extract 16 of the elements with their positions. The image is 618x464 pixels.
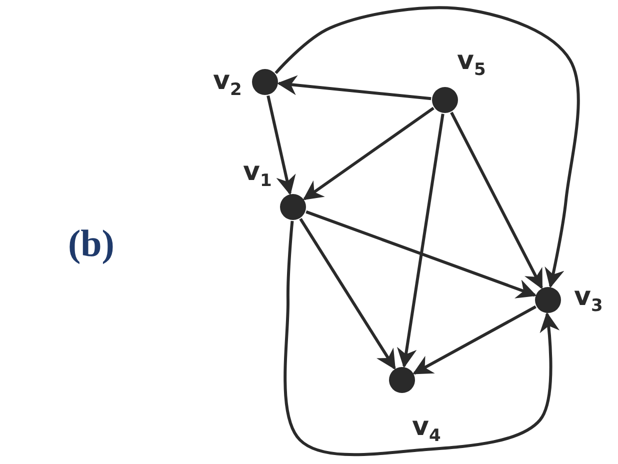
arrow [276,75,432,100]
arrow [284,220,560,456]
vertex-label: v$_{1}$ [243,159,272,190]
vertex-label: v$_{3}$ [574,284,603,316]
panel-label: (b) [68,222,114,266]
arrow [450,112,543,290]
vertex-label: v$_{2}$ [213,68,242,100]
arrow [302,106,434,200]
vertex-label: v$_{4}$ [412,414,441,446]
arrow [396,114,444,368]
arrow [266,95,296,196]
arrow [299,218,396,370]
arrow [306,210,537,298]
vertex-label: v$_{5}$ [457,48,486,80]
arrow [274,6,580,288]
arrow [412,305,536,375]
